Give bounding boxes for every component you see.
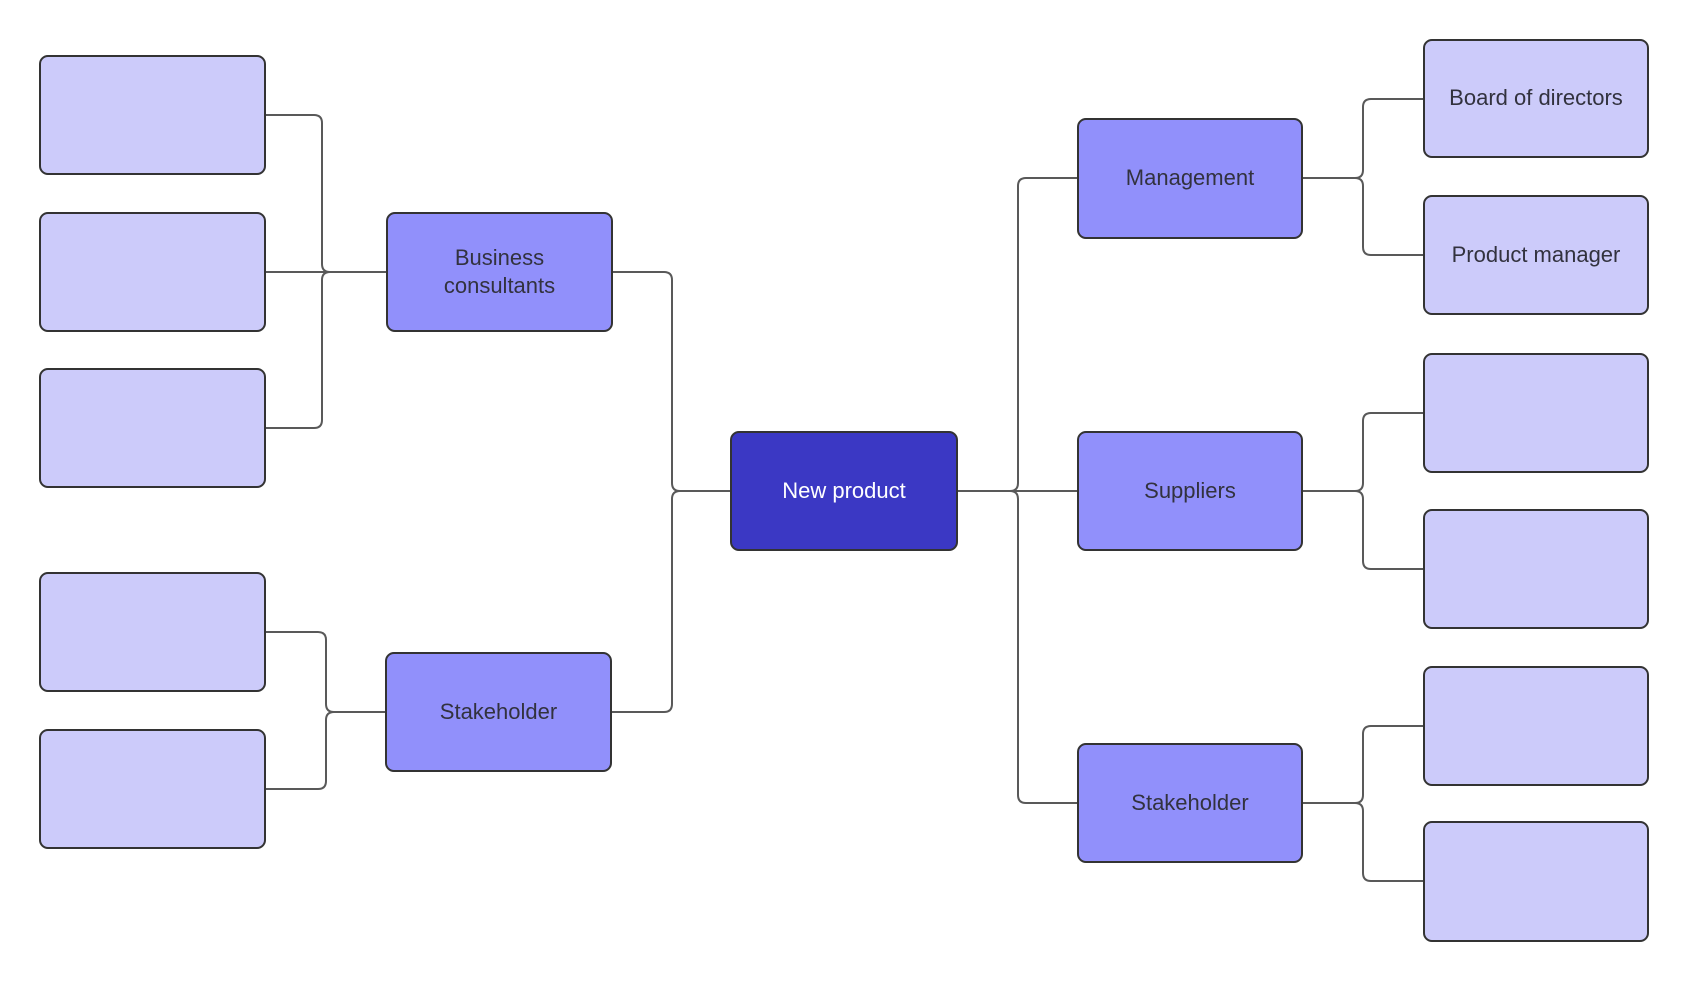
node-empty-left-1[interactable] [39,55,266,175]
connector-sp-r4[interactable] [1303,490,1423,570]
connector-sr-r6[interactable] [1303,802,1423,882]
connector-sr-r5[interactable] [1303,725,1423,804]
connector-mg-r2[interactable] [1303,177,1423,256]
node-empty-left-3[interactable] [39,368,266,488]
node-management[interactable]: Management [1077,118,1303,239]
node-label: Stakeholder [1131,789,1249,815]
connector-sp-r3[interactable] [1303,412,1423,492]
node-label: Business consultants [443,244,556,298]
node-suppliers[interactable]: Suppliers [1077,431,1303,551]
node-business-consultants[interactable]: Business consultants [386,212,613,332]
node-empty-left-4[interactable] [39,572,266,692]
node-label: Suppliers [1144,477,1236,503]
node-empty-right-1[interactable] [1423,353,1649,473]
node-product-manager[interactable]: Product manager [1423,195,1649,315]
connector-np-sr[interactable] [958,490,1077,804]
node-empty-right-2[interactable] [1423,509,1649,629]
connector-l5-sl[interactable] [266,711,385,790]
node-empty-left-2[interactable] [39,212,266,332]
connector-l1-bc[interactable] [266,114,386,273]
connector-l4-sl[interactable] [266,631,385,713]
node-label: Management [1125,165,1255,191]
node-new-product[interactable]: New product [730,431,958,551]
node-label: New product [782,477,906,503]
connector-np-mg[interactable] [958,177,1077,492]
node-label: Board of directors [1449,85,1623,111]
node-label: Product manager [1451,241,1621,267]
node-stakeholder-right[interactable]: Stakeholder [1077,743,1303,863]
node-label: Stakeholder [439,698,558,724]
connector-mg-r1[interactable] [1303,98,1423,179]
node-board-of-directors[interactable]: Board of directors [1423,39,1649,158]
connector-sl-np[interactable] [612,490,730,713]
connector-l3-bc[interactable] [266,271,386,429]
node-empty-right-3[interactable] [1423,666,1649,786]
node-empty-right-4[interactable] [1423,821,1649,942]
node-empty-left-5[interactable] [39,729,266,849]
node-stakeholder-left[interactable]: Stakeholder [385,652,612,772]
connector-bc-np[interactable] [613,271,730,492]
